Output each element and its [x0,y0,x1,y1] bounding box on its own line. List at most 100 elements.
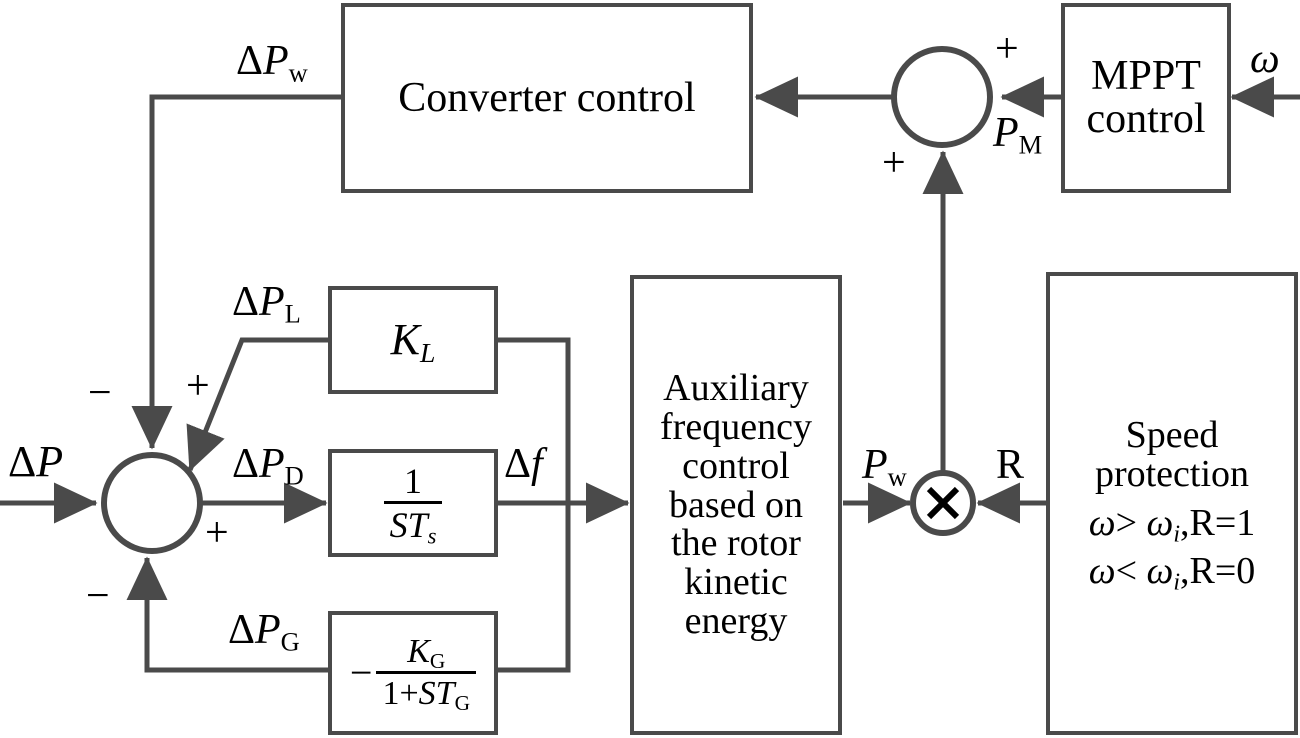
converter-control-label: Converter control [398,74,696,121]
speed-protection-condition-2: ω< ωi,R=0 [1088,550,1256,595]
cond2-sub: i [1173,569,1180,596]
sign-top-sum-right: + [995,28,1019,70]
sign-left-sum-pl: + [186,365,210,407]
sign-left-sum-pl-text: + [186,363,210,409]
sign-left-sum-bottom-text: − [86,573,110,619]
auxiliary-control-line-1: Auxiliary [663,367,809,410]
delta-pg-base: P [255,607,281,653]
cond1-sub: i [1173,521,1180,548]
gain-kl-base: K [390,314,420,364]
cond1-omega-1: ω [1088,501,1116,544]
delta-pw-sub: w [288,57,308,88]
delta-pg-sub: G [280,626,300,657]
p-m-base: P [993,110,1019,156]
governor-den-s: S [418,675,436,712]
label-r-signal: R [996,444,1024,486]
block-mppt-control[interactable]: MPPT control [1061,3,1231,193]
cond1-rest: ,R=1 [1180,501,1256,544]
integrator-den-sub: s [427,523,437,549]
delta-pw-delta: Δ [236,38,264,84]
sign-left-sum-top-text: − [88,370,112,416]
sign-left-sum-top: − [88,372,112,414]
cond2-omega-1: ω [1088,550,1116,593]
p-w-base: P [862,442,888,488]
p-w-sub: w [887,461,907,492]
speed-protection-line1: Speed [1125,414,1219,456]
delta-pg-delta: Δ [228,607,256,653]
sign-left-sum-output-text: + [205,510,229,556]
integrator-expression: 1 STs [383,462,443,547]
label-delta-pw: ΔPw [236,38,308,86]
wire-delta-pg-feedback [126,556,330,673]
governor-num-sub: G [429,648,446,673]
sign-left-sum-output: + [205,512,229,554]
cond2-omega-2: ω [1146,550,1174,593]
auxiliary-control-line-4: based on [668,483,804,526]
governor-numerator: KG [376,632,477,674]
governor-denominator: 1+STG [376,674,476,715]
cond2-rest: ,R=0 [1180,550,1256,593]
delta-pl-delta: Δ [232,279,260,325]
omega-text: ω [1250,36,1280,82]
auxiliary-control-line-3: control [682,444,790,487]
delta-pd-delta: Δ [232,441,260,487]
governor-expression: − KG 1+STG [349,632,477,715]
delta-f-delta: Δ [504,441,532,487]
wire-kl-output [497,337,571,503]
governor-den-one: 1+ [382,675,419,712]
integrator-den-t: T [407,505,428,545]
auxiliary-control-line-7: energy [684,599,788,642]
auxiliary-control-line-2: frequency [660,406,812,449]
label-delta-pd: ΔPD [232,441,304,489]
wire-delta-pl-branch [186,337,330,472]
sign-top-sum-bottom: + [882,142,906,184]
label-p-m: PM [993,110,1042,158]
delta-p-delta: Δ [8,437,37,486]
block-auxiliary-control[interactable]: Auxiliary frequency control based on the… [630,275,842,735]
block-speed-protection[interactable]: Speed protection ω> ωi,R=1 ω< ωi,R=0 [1046,272,1298,735]
sign-left-sum-bottom: − [86,575,110,617]
block-integrator[interactable]: 1 STs [328,449,498,557]
block-governor[interactable]: − KG 1+STG [328,611,498,735]
governor-den-sub: G [454,690,471,715]
governor-den-t: T [435,675,455,712]
delta-p-base: P [36,437,64,486]
sign-top-sum-right-text: + [995,26,1019,72]
delta-f-base: f [531,441,543,487]
block-converter-control[interactable]: Converter control [341,3,753,193]
auxiliary-control-line-6: kinetic [684,561,788,604]
label-delta-p: ΔP [8,440,63,484]
wire-delta-pw-feedback [131,94,343,450]
integrator-den-s: S [389,505,408,545]
gain-kl-sub: L [419,336,436,368]
label-p-w: Pw [862,442,907,490]
delta-pw-base: P [263,38,289,84]
governor-num-k: K [407,632,430,670]
integrator-denominator: STs [384,504,443,547]
cond2-operator: < [1115,550,1137,593]
auxiliary-control-line-5: the rotor [671,522,801,565]
label-delta-pg: ΔPG [228,607,300,655]
integrator-numerator: 1 [383,462,443,504]
wire-governor-output [497,503,571,673]
cond1-operator: > [1115,501,1137,544]
left-summing-junction-circle [101,452,203,554]
r-signal-text: R [996,442,1025,488]
label-omega-input: ω [1250,38,1280,80]
block-gain-kl[interactable]: KL [328,286,498,394]
p-m-sub: M [1018,129,1043,160]
speed-protection-condition-1: ω> ωi,R=1 [1088,501,1256,546]
cond1-omega-2: ω [1146,501,1174,544]
label-delta-pl: ΔPL [232,279,301,327]
mppt-control-line1: MPPT [1091,53,1201,100]
delta-pd-base: P [259,441,285,487]
governor-lead-sign: − [349,649,373,695]
delta-pl-sub: L [284,298,301,329]
multiply-icon [926,486,960,520]
gain-kl-expression: KL [390,314,436,366]
label-delta-f: Δf [504,443,543,485]
delta-pl-base: P [259,279,285,325]
mppt-control-line2: control [1086,96,1206,142]
